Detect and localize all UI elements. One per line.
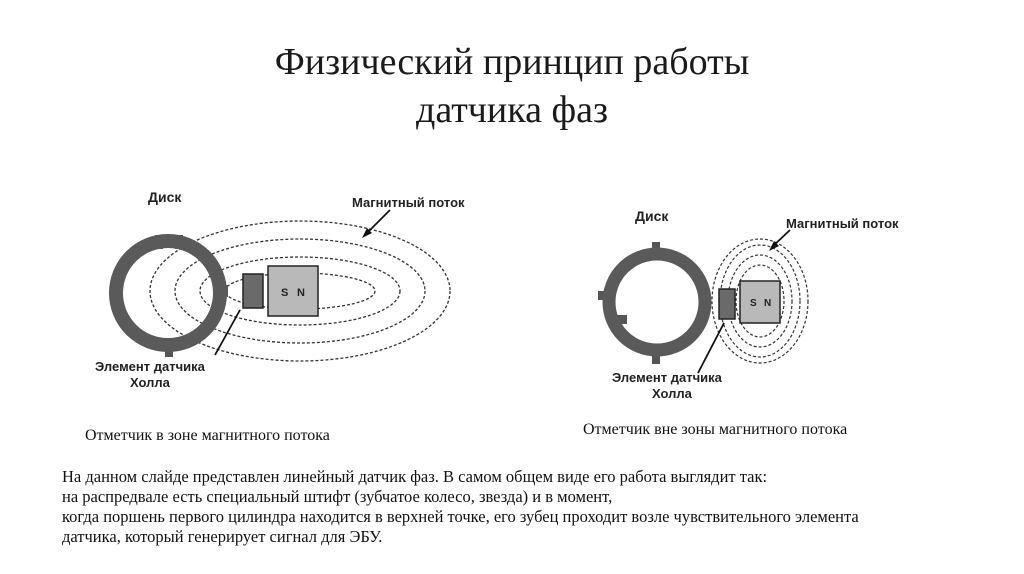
hall-element [242,273,264,309]
right-diagram-svg: S N Диск Магнитный поток Элемент датчика… [598,208,899,401]
disk-ring [109,234,228,357]
title-line-1: Физический принцип работы [274,41,750,83]
description-text: На данном слайде представлен линейный да… [62,467,1012,547]
disk-ring [598,242,712,364]
magnet-n-label: N [764,298,771,309]
magnet [739,280,781,324]
disk-tooth [614,315,627,324]
disk-tooth [652,351,660,364]
magnet-s-label: S [750,298,757,309]
flux-label: Магнитный поток [786,216,899,231]
sensor-label-line-2: Холла [652,386,693,401]
right-caption: Отметчик вне зоны магнитного потока [583,421,848,438]
sensor-label-line-1: Элемент датчика [612,370,723,385]
disk-label: Диск [148,189,182,205]
flux-label: Магнитный поток [352,195,465,210]
flux-arrowhead [362,228,372,238]
description-line-4: датчика, который генерирует сигнал для Э… [62,527,383,546]
description-line-2: на распредвале есть специальный штифт (з… [62,487,613,506]
hall-element [718,288,736,320]
left-diagram: S N Диск Магнитный поток Элемент датчика… [80,175,500,405]
disk-label: Диск [635,208,669,224]
magnet-s-label: S [281,287,288,299]
hall-pointer-line [697,322,725,374]
description-line-3: когда поршень первого цилиндра находится… [62,507,859,526]
right-diagram: S N Диск Магнитный поток Элемент датчика… [590,195,930,410]
magnet-n-label: N [297,287,305,299]
slide-title: Физический принцип работы датчика фаз [0,38,1024,134]
hall-pointer-line [214,309,241,356]
sensor-label-line-1: Элемент датчика [95,359,206,374]
left-diagram-svg: S N Диск Магнитный поток Элемент датчика… [95,189,465,390]
left-caption: Отметчик в зоне магнитного потока [85,427,330,444]
title-line-2: датчика фаз [415,89,609,131]
sensor-label-line-2: Холла [130,375,171,390]
flux-arrowhead [769,241,779,251]
description-line-1: На данном слайде представлен линейный да… [62,467,768,486]
flux-lines [149,220,451,362]
magnet [267,265,319,317]
